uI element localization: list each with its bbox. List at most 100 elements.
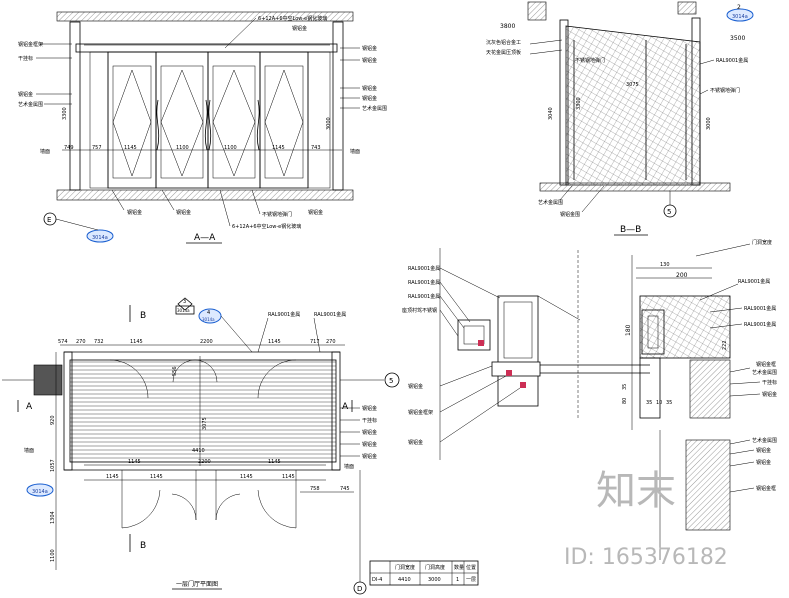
plan-marker-b-bottom: B bbox=[140, 541, 146, 551]
schedule-header-height: 门洞高度 bbox=[425, 564, 445, 571]
bb-height-2: 3300 bbox=[576, 97, 582, 110]
plan-label-top-2: RAL9001金属 bbox=[314, 311, 346, 318]
schedule-cell-width: 4410 bbox=[398, 577, 411, 583]
bb-label-left-3: 不锈钢地弹门 bbox=[575, 57, 605, 64]
detail-left-label-1: RAL9001金属 bbox=[408, 265, 440, 272]
detail-right: 门洞宽度 130 200 180 222 35 80 35 10 35 RAL9… bbox=[622, 239, 777, 560]
aa-glass-note-top: 6+12A+6中空Low-e钢化玻璃 bbox=[258, 15, 327, 22]
schedule-cell-loc: 一层 bbox=[466, 577, 476, 583]
plan-tag-top: 3014a bbox=[202, 317, 215, 322]
plan-label-right-4: 钢铝金 bbox=[362, 441, 377, 448]
detail-right-label-3: RAL9001金属 bbox=[744, 321, 776, 328]
section-bb: 3800 3500 3040 3300 3075 3000 沉灰色铝合金工 天花… bbox=[486, 1, 754, 236]
bb-height-1: 3040 bbox=[548, 107, 554, 120]
detail-right-dim-1: 130 bbox=[660, 262, 670, 268]
detail-right-label-5: 艺术金属围 bbox=[752, 369, 777, 376]
plan-title: 一层门厅平面图 bbox=[176, 580, 218, 588]
aa-dim-2: 757 bbox=[92, 145, 102, 151]
detail-right-label-4: 钢铝金框 bbox=[756, 361, 776, 368]
aa-bottom-callout-3: 不锈钢地弹门 bbox=[262, 211, 292, 218]
plan-grid-d: D bbox=[357, 585, 362, 593]
detail-left-label-2: RAL9001金属 bbox=[408, 279, 440, 286]
detail-right-label-1: RAL9001金属 bbox=[738, 278, 770, 285]
bb-tag: 3014a bbox=[732, 14, 748, 20]
bb-height-4: 3000 bbox=[706, 117, 712, 130]
bb-height-3: 3075 bbox=[626, 82, 639, 88]
section-aa: 749 757 1145 1100 1100 1145 743 3300 300… bbox=[18, 11, 387, 244]
plan-center-dim-3: 556 bbox=[172, 366, 178, 376]
detail-right-dim-7: 35 bbox=[646, 400, 652, 406]
aa-dim-4: 1100 bbox=[176, 145, 189, 151]
aa-top-label: 钢铝金 bbox=[292, 25, 307, 32]
watermark-id: ID: 165376182 bbox=[564, 545, 728, 570]
bb-label-right-2: 不锈钢地弹门 bbox=[710, 87, 740, 94]
plan-tag-mid: 3014a bbox=[177, 308, 190, 313]
plan-bottom-dim-4: 1145 bbox=[282, 474, 295, 480]
plan-top-dim-7: 717 bbox=[310, 339, 320, 345]
plan-center-dim-2: 4410 bbox=[192, 448, 205, 454]
plan-wall-left: 墙面 bbox=[24, 447, 34, 454]
schedule-header-loc: 位置 bbox=[466, 564, 476, 571]
plan-inner-dim-3: 1145 bbox=[268, 459, 281, 465]
detail-right-label-11: 钢铝金框 bbox=[756, 485, 776, 492]
detail-left: RAL9001金属 RAL9001金属 RAL9001金属 座顶村驾不锈钢 钢铝… bbox=[402, 248, 650, 460]
plan-left-dim-3: 1304 bbox=[50, 511, 56, 524]
detail-right-label-7: 钢铝金 bbox=[762, 391, 777, 398]
bb-grid-5: 5 bbox=[667, 208, 671, 216]
detail-left-label-7: 钢铝金 bbox=[408, 439, 423, 446]
bb-label-left-1: 沉灰色铝合金工 bbox=[486, 39, 521, 46]
detail-left-label-6: 钢铝金框架 bbox=[408, 409, 433, 416]
plan-tag-left: 3014a bbox=[32, 489, 48, 495]
plan-label-right-2: 干挂标 bbox=[362, 417, 377, 424]
plan-inner-dim-1: 1145 bbox=[128, 459, 141, 465]
aa-bottom-callout-4: 钢铝金 bbox=[308, 209, 323, 216]
aa-right-label-5: 艺术金属围 bbox=[362, 105, 387, 112]
plan-label-right-1: 钢铝金 bbox=[362, 405, 377, 412]
plan-wall-right: 墙面 bbox=[344, 463, 354, 470]
plan-tag-mid-num: 3 bbox=[183, 299, 186, 305]
bb-label-bottom-1: 艺术金属围 bbox=[538, 199, 563, 206]
plan-marker-b-top: B bbox=[140, 311, 146, 321]
aa-height-right: 3000 bbox=[326, 117, 332, 130]
plan-center-dim-1: 3075 bbox=[202, 417, 208, 430]
detail-right-dim-5: 35 bbox=[622, 384, 628, 390]
aa-tag: 3014a bbox=[92, 235, 108, 241]
aa-wall-right: 墙面 bbox=[350, 148, 360, 155]
detail-right-label-10: 钢铝金 bbox=[756, 459, 771, 466]
aa-dim-3: 1145 bbox=[124, 145, 137, 151]
plan-top-dim-3: 732 bbox=[94, 339, 104, 345]
plan-top-dim-1: 574 bbox=[58, 339, 68, 345]
aa-left-label-3: 钢铝金 bbox=[18, 91, 33, 98]
aa-right-label-1: 钢铝金 bbox=[362, 45, 377, 52]
schedule-header-width: 门洞宽度 bbox=[395, 564, 415, 571]
plan-left-dim-4: 1100 bbox=[50, 549, 56, 562]
bb-title: B—B bbox=[620, 225, 641, 235]
aa-dim-5: 1100 bbox=[224, 145, 237, 151]
plan-bottom-dim-1: 1145 bbox=[106, 474, 119, 480]
floor-plan: 574 270 732 1145 2200 1145 717 270 1145 … bbox=[2, 297, 400, 595]
aa-height-left: 3300 bbox=[62, 107, 68, 120]
detail-right-label-6: 干挂标 bbox=[762, 379, 777, 386]
plan-bottom-dim-2: 1145 bbox=[150, 474, 163, 480]
detail-right-dim-6: 80 bbox=[622, 398, 628, 404]
aa-right-label-3: 钢铝金 bbox=[362, 85, 377, 92]
detail-right-title: 门洞宽度 bbox=[752, 239, 772, 246]
detail-right-label-9: 钢铝金 bbox=[756, 447, 771, 454]
aa-grid-e: E bbox=[47, 216, 51, 224]
aa-bottom-callout-1: 钢铝金 bbox=[127, 209, 142, 216]
aa-wall-left: 墙面 bbox=[40, 148, 50, 155]
schedule-cell-qty: 1 bbox=[456, 577, 459, 583]
bb-elev-top: 3800 bbox=[500, 23, 515, 30]
plan-label-right-3: 钢铝金 bbox=[362, 429, 377, 436]
aa-door-frames bbox=[89, 51, 331, 189]
plan-tag-top-num: 4 bbox=[207, 310, 210, 316]
plan-marker-a-left: A bbox=[26, 402, 33, 412]
plan-left-dim-2: 1057 bbox=[50, 459, 56, 472]
detail-right-dim-3: 180 bbox=[625, 324, 632, 336]
detail-left-label-3: RAL9001金属 bbox=[408, 293, 440, 300]
plan-right-dim-1: 758 bbox=[310, 486, 320, 492]
detail-right-label-2: RAL9001金属 bbox=[744, 305, 776, 312]
schedule-header-qty: 数量 bbox=[454, 564, 464, 571]
bb-label-right-1: RAL9001金属 bbox=[716, 57, 748, 64]
